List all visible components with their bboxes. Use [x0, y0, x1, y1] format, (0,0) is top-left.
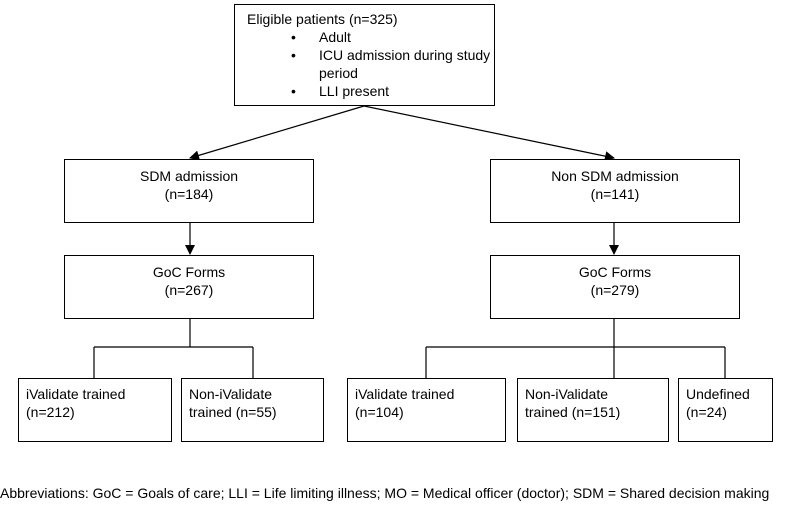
box-count: trained (n=55) — [189, 404, 277, 420]
box-count: (n=184) — [164, 186, 214, 202]
box-label: iValidate trained — [26, 386, 126, 402]
sdm-non-ivalidate-trained-box: Non-iValidate trained (n=55) — [181, 378, 324, 442]
box-label: GoC Forms — [152, 264, 226, 280]
goc-forms-non-sdm-box: GoC Forms (n=279) — [490, 255, 740, 319]
box-label: GoC Forms — [578, 264, 652, 280]
box-label: Non-iValidate — [525, 386, 609, 402]
criterion-item: Adult — [291, 28, 494, 46]
eligible-title: Eligible patients (n=325) — [247, 11, 398, 27]
box-count: trained (n=151) — [525, 404, 621, 420]
box-label: SDM admission — [139, 168, 239, 184]
box-count: (n=212) — [26, 404, 75, 420]
box-count: (n=141) — [590, 186, 640, 202]
box-label: Non SDM admission — [551, 168, 679, 184]
criterion-item: ICU admission during study period — [291, 46, 494, 82]
arrow-to-sdm — [189, 105, 365, 161]
box-label: Non-iValidate — [189, 386, 273, 402]
goc-forms-sdm-box: GoC Forms (n=267) — [64, 255, 314, 319]
box-label: iValidate trained — [355, 386, 455, 402]
box-count: (n=267) — [164, 282, 214, 298]
non-sdm-ivalidate-trained-box: iValidate trained (n=104) — [347, 378, 506, 442]
box-label: Undefined — [686, 386, 750, 402]
non-sdm-undefined-box: Undefined (n=24) — [678, 378, 773, 442]
right-branch-lines — [425, 319, 726, 378]
eligible-patients-box: Eligible patients (n=325) Adult ICU admi… — [234, 4, 495, 106]
non-sdm-admission-box: Non SDM admission (n=141) — [490, 159, 740, 223]
box-count: (n=104) — [355, 404, 404, 420]
non-sdm-non-ivalidate-trained-box: Non-iValidate trained (n=151) — [517, 378, 669, 442]
arrow-to-nonsdm — [363, 105, 615, 162]
criterion-item: LLI present — [291, 82, 494, 100]
abbreviations-note: Abbreviations: GoC = Goals of care; LLI … — [0, 485, 770, 501]
sdm-ivalidate-trained-box: iValidate trained (n=212) — [18, 378, 172, 442]
eligibility-criteria-list: Adult ICU admission during study period … — [247, 28, 494, 100]
box-count: (n=24) — [686, 404, 727, 420]
left-branch-lines — [93, 319, 254, 378]
sdm-admission-box: SDM admission (n=184) — [64, 159, 314, 223]
box-count: (n=279) — [590, 282, 640, 298]
